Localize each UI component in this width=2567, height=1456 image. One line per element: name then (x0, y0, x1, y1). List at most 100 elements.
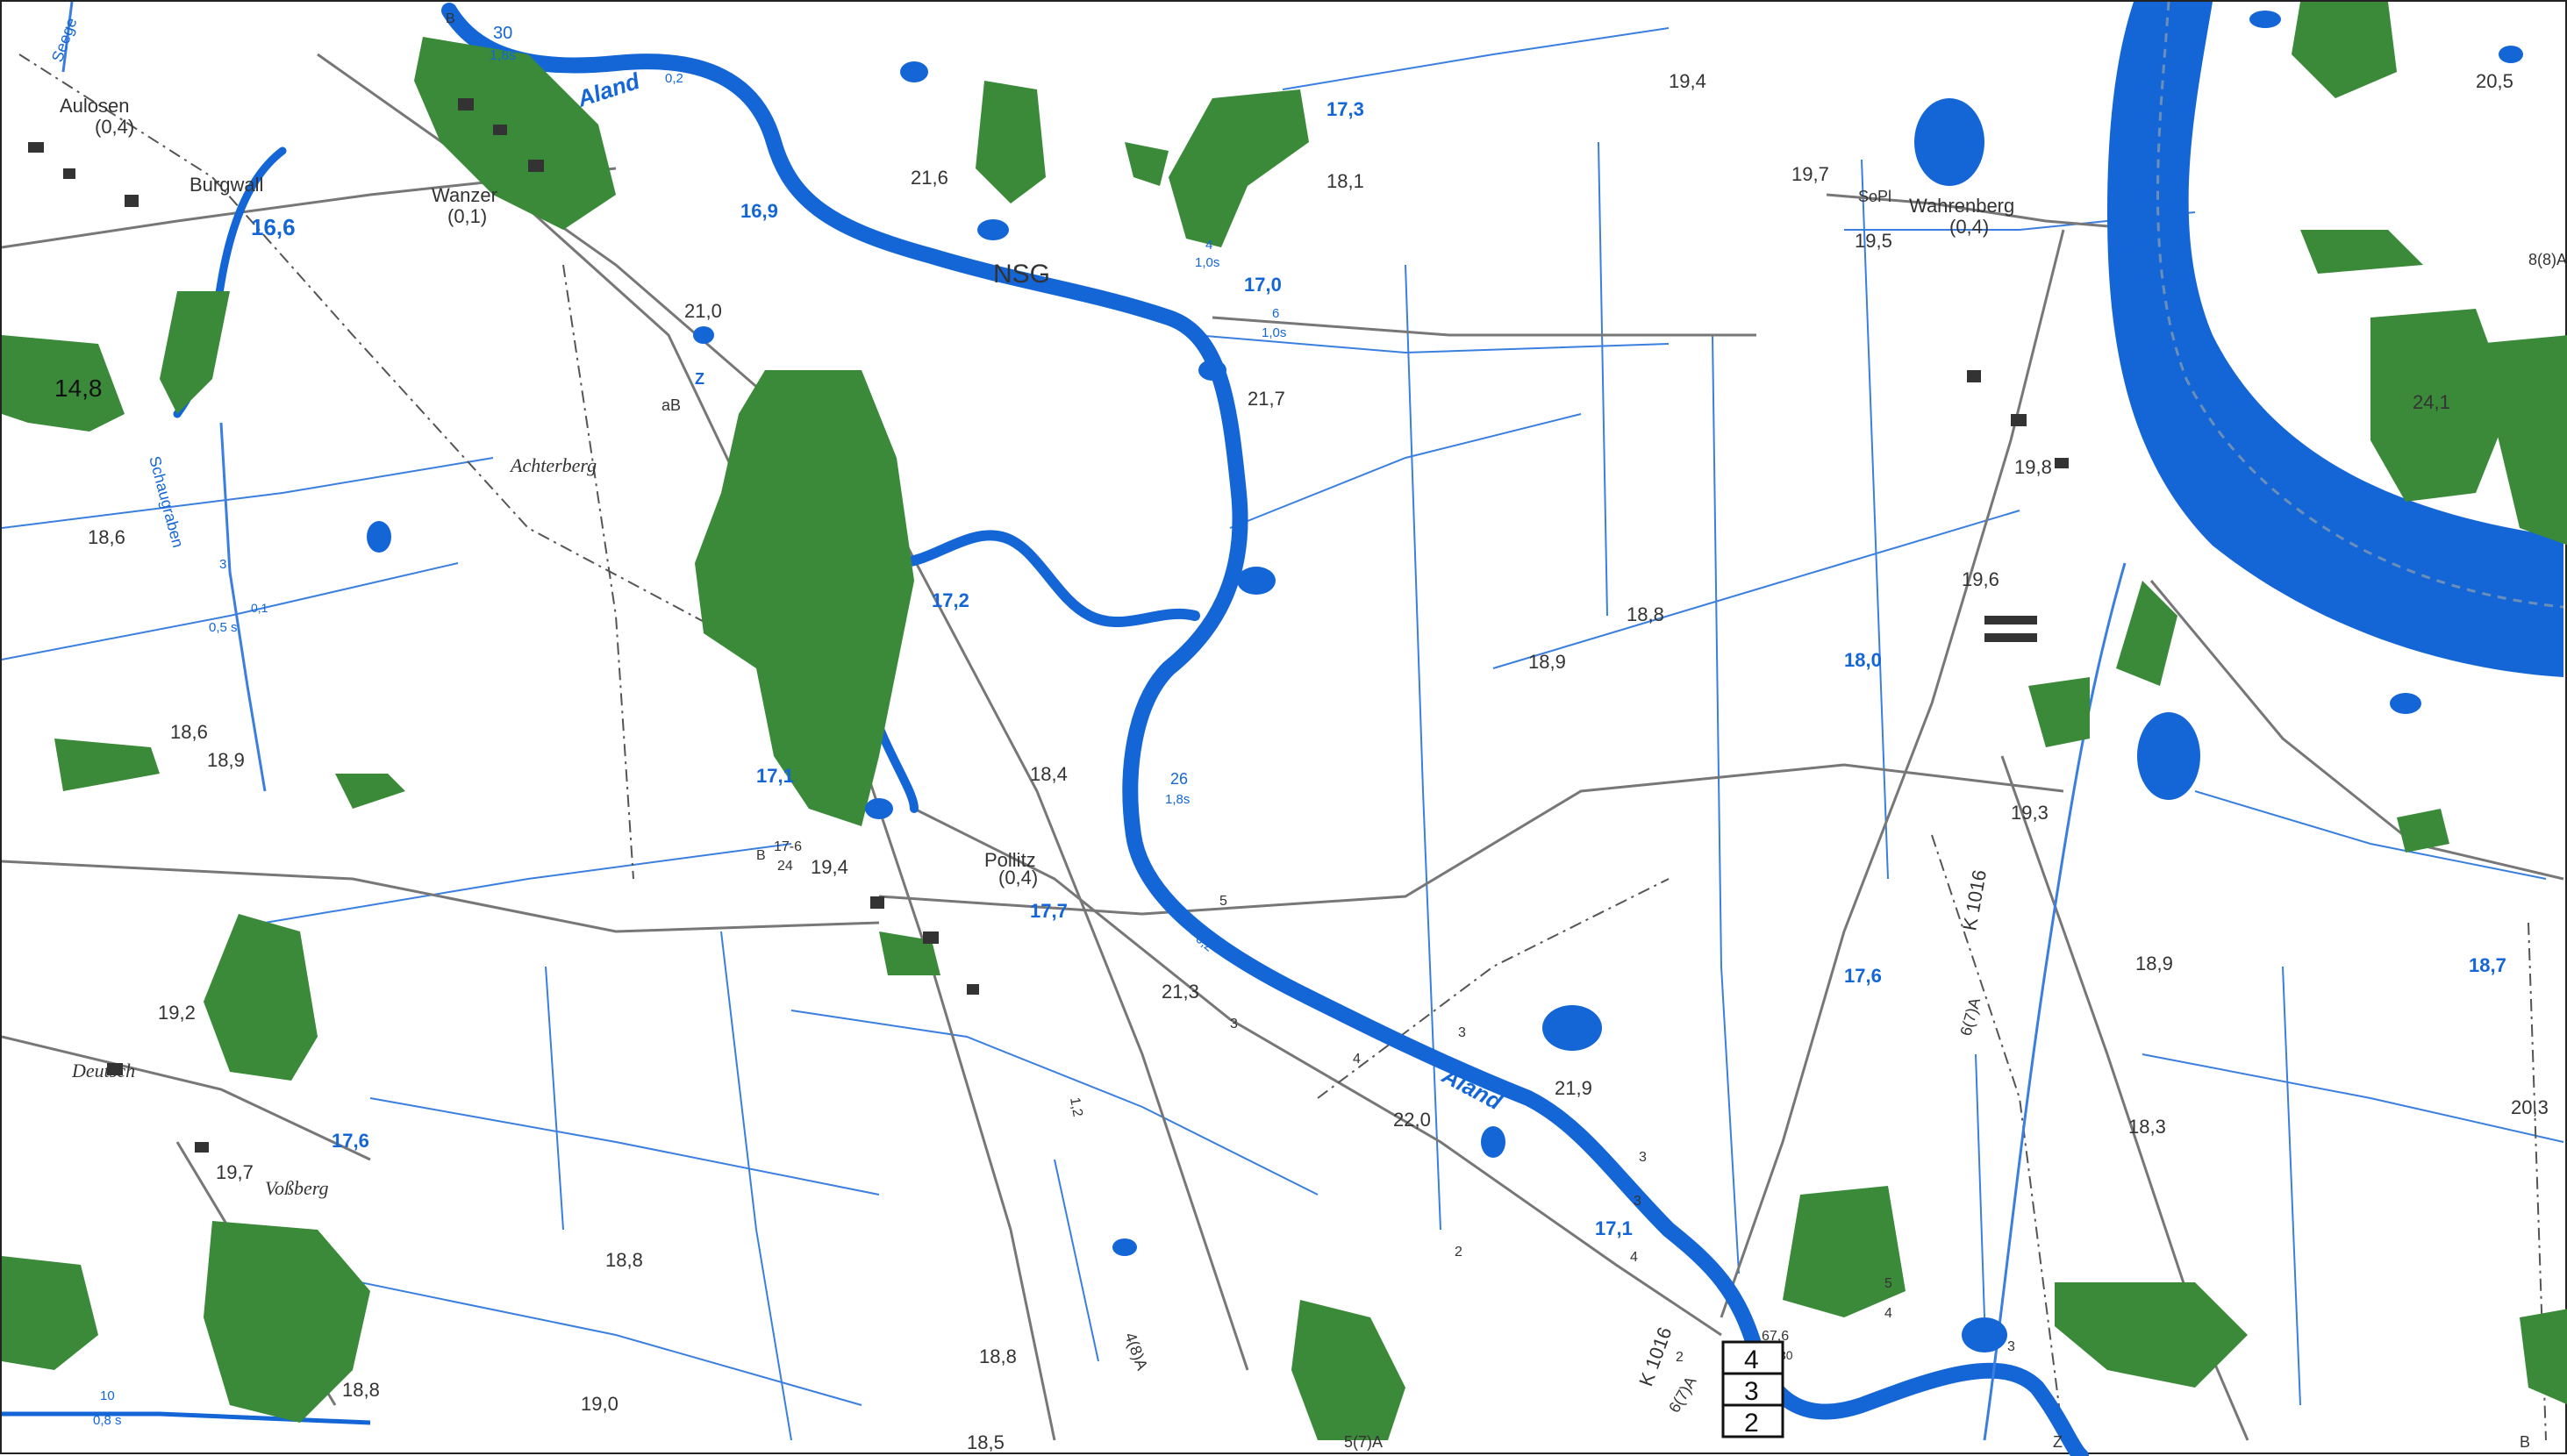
pond (865, 798, 893, 819)
ditch (369, 1097, 880, 1195)
water-level: 17,6 (1844, 965, 1882, 987)
lower-left-stream (2, 1411, 371, 1425)
road-48a: 4(8)A (1121, 1331, 1151, 1373)
pond (2249, 11, 2281, 28)
ditch (2, 562, 459, 660)
boundary-line (18, 54, 792, 669)
place-deutsch: Deutsch (71, 1060, 135, 1081)
forest (160, 291, 230, 414)
elbe-centerline (2156, 2, 2564, 609)
ditch (1405, 264, 1441, 1231)
building (967, 984, 979, 995)
road-k1016-south: K 1016 (1634, 1324, 1676, 1389)
elevation: 18,6 (170, 721, 208, 743)
forest (2397, 809, 2449, 853)
flow-value: 0,1 (251, 601, 268, 615)
misc-label: 1,2 (1067, 1096, 1085, 1118)
road-57a: 5(7)A (1344, 1433, 1383, 1451)
ditch (1861, 159, 1889, 880)
ponds (367, 11, 2523, 1353)
misc-label: 5 (1884, 1276, 1892, 1291)
forest (2520, 1309, 2567, 1405)
pond (367, 521, 391, 553)
road (317, 53, 1249, 1371)
elevation: 18,1 (1326, 170, 1364, 192)
place-pollitz: Pollitz (984, 849, 1036, 871)
misc-label: 67,6 (1762, 1329, 1789, 1344)
aland-side-channel (891, 530, 1200, 628)
forest (2028, 677, 2090, 747)
forest (1169, 89, 1309, 247)
forest (695, 370, 914, 826)
forest (335, 774, 405, 809)
gauge-depth: 1,0s (1262, 325, 1286, 340)
stream-seege: Seege (48, 16, 81, 65)
boundary-line (2528, 922, 2547, 1441)
forest (2476, 335, 2567, 546)
ditch (1975, 1053, 1985, 1318)
flow-value: 0,2 (665, 71, 683, 86)
elevation: 19,0 (581, 1393, 619, 1415)
ditch (2142, 1053, 2564, 1143)
misc-label: 4 (1884, 1306, 1892, 1321)
pond (2499, 46, 2523, 63)
pond (693, 326, 714, 344)
forest (414, 37, 616, 230)
wahrenberg-stream (1983, 562, 2127, 1441)
water-level: 17,1 (1595, 1217, 1633, 1239)
building (2055, 458, 2069, 468)
gauge-width: 4 (1205, 238, 1212, 253)
gauge-width: 6 (1272, 306, 1279, 321)
pond (1481, 1126, 1505, 1158)
water-level: 17,6 (332, 1130, 369, 1152)
elevation: 18,5 (967, 1431, 1005, 1453)
elevation: 18,6 (88, 526, 125, 548)
building (493, 125, 507, 135)
forest (2, 335, 125, 432)
misc-label: 3 (1230, 1017, 1238, 1031)
elevation: 19,8 (2014, 456, 2052, 478)
misc-label: 24 (777, 859, 793, 874)
water-level: 17,7 (1030, 900, 1068, 922)
road-sopl: SoPl (1858, 188, 1891, 205)
pond (1962, 1317, 2007, 1353)
water-level: 18,0 (1844, 649, 1882, 671)
ditch (2282, 966, 2301, 1406)
forest (204, 1221, 370, 1423)
forest (2116, 581, 2177, 686)
place-wanzer-value: (0,1) (447, 205, 487, 227)
railway-dashed (18, 54, 2547, 1441)
building (1967, 370, 1981, 382)
forest (1783, 1186, 1906, 1317)
elevation: 19,6 (1962, 568, 1999, 590)
building (28, 142, 44, 153)
gauge-depth: 0,5 s (209, 620, 238, 635)
pond (1914, 98, 1984, 186)
forest (2055, 1282, 2248, 1388)
elevation: 19,4 (1669, 70, 1706, 92)
water-level: 17,2 (932, 589, 969, 611)
gauge-width: 30 (493, 24, 512, 43)
gauge-depth: 1,8s (1165, 792, 1190, 807)
elevation: 19,5 (1855, 230, 1892, 252)
pond (1198, 360, 1226, 381)
misc-label: 3 (1458, 1025, 1466, 1040)
water-level: 17,1 (756, 765, 794, 787)
misc-label: 17-6 (774, 839, 802, 854)
elevation: 21,6 (911, 167, 948, 189)
place-pollitz-value: (0,4) (998, 867, 1038, 889)
pond (1542, 1005, 1602, 1051)
building (1984, 633, 2037, 642)
elevation: 24,1 (2413, 391, 2450, 413)
road-67a-south: 6(7)A (1665, 1374, 1699, 1416)
sheet-index-cell-4 (1721, 1340, 1784, 1375)
misc-label: Z (2053, 1433, 2063, 1451)
elevation: 18,8 (1627, 603, 1664, 625)
ditch (1712, 334, 1740, 1274)
ditch (317, 1273, 862, 1406)
road (878, 763, 2064, 916)
elevation: 19,3 (2011, 802, 2049, 824)
water-level: 16,9 (740, 200, 778, 222)
